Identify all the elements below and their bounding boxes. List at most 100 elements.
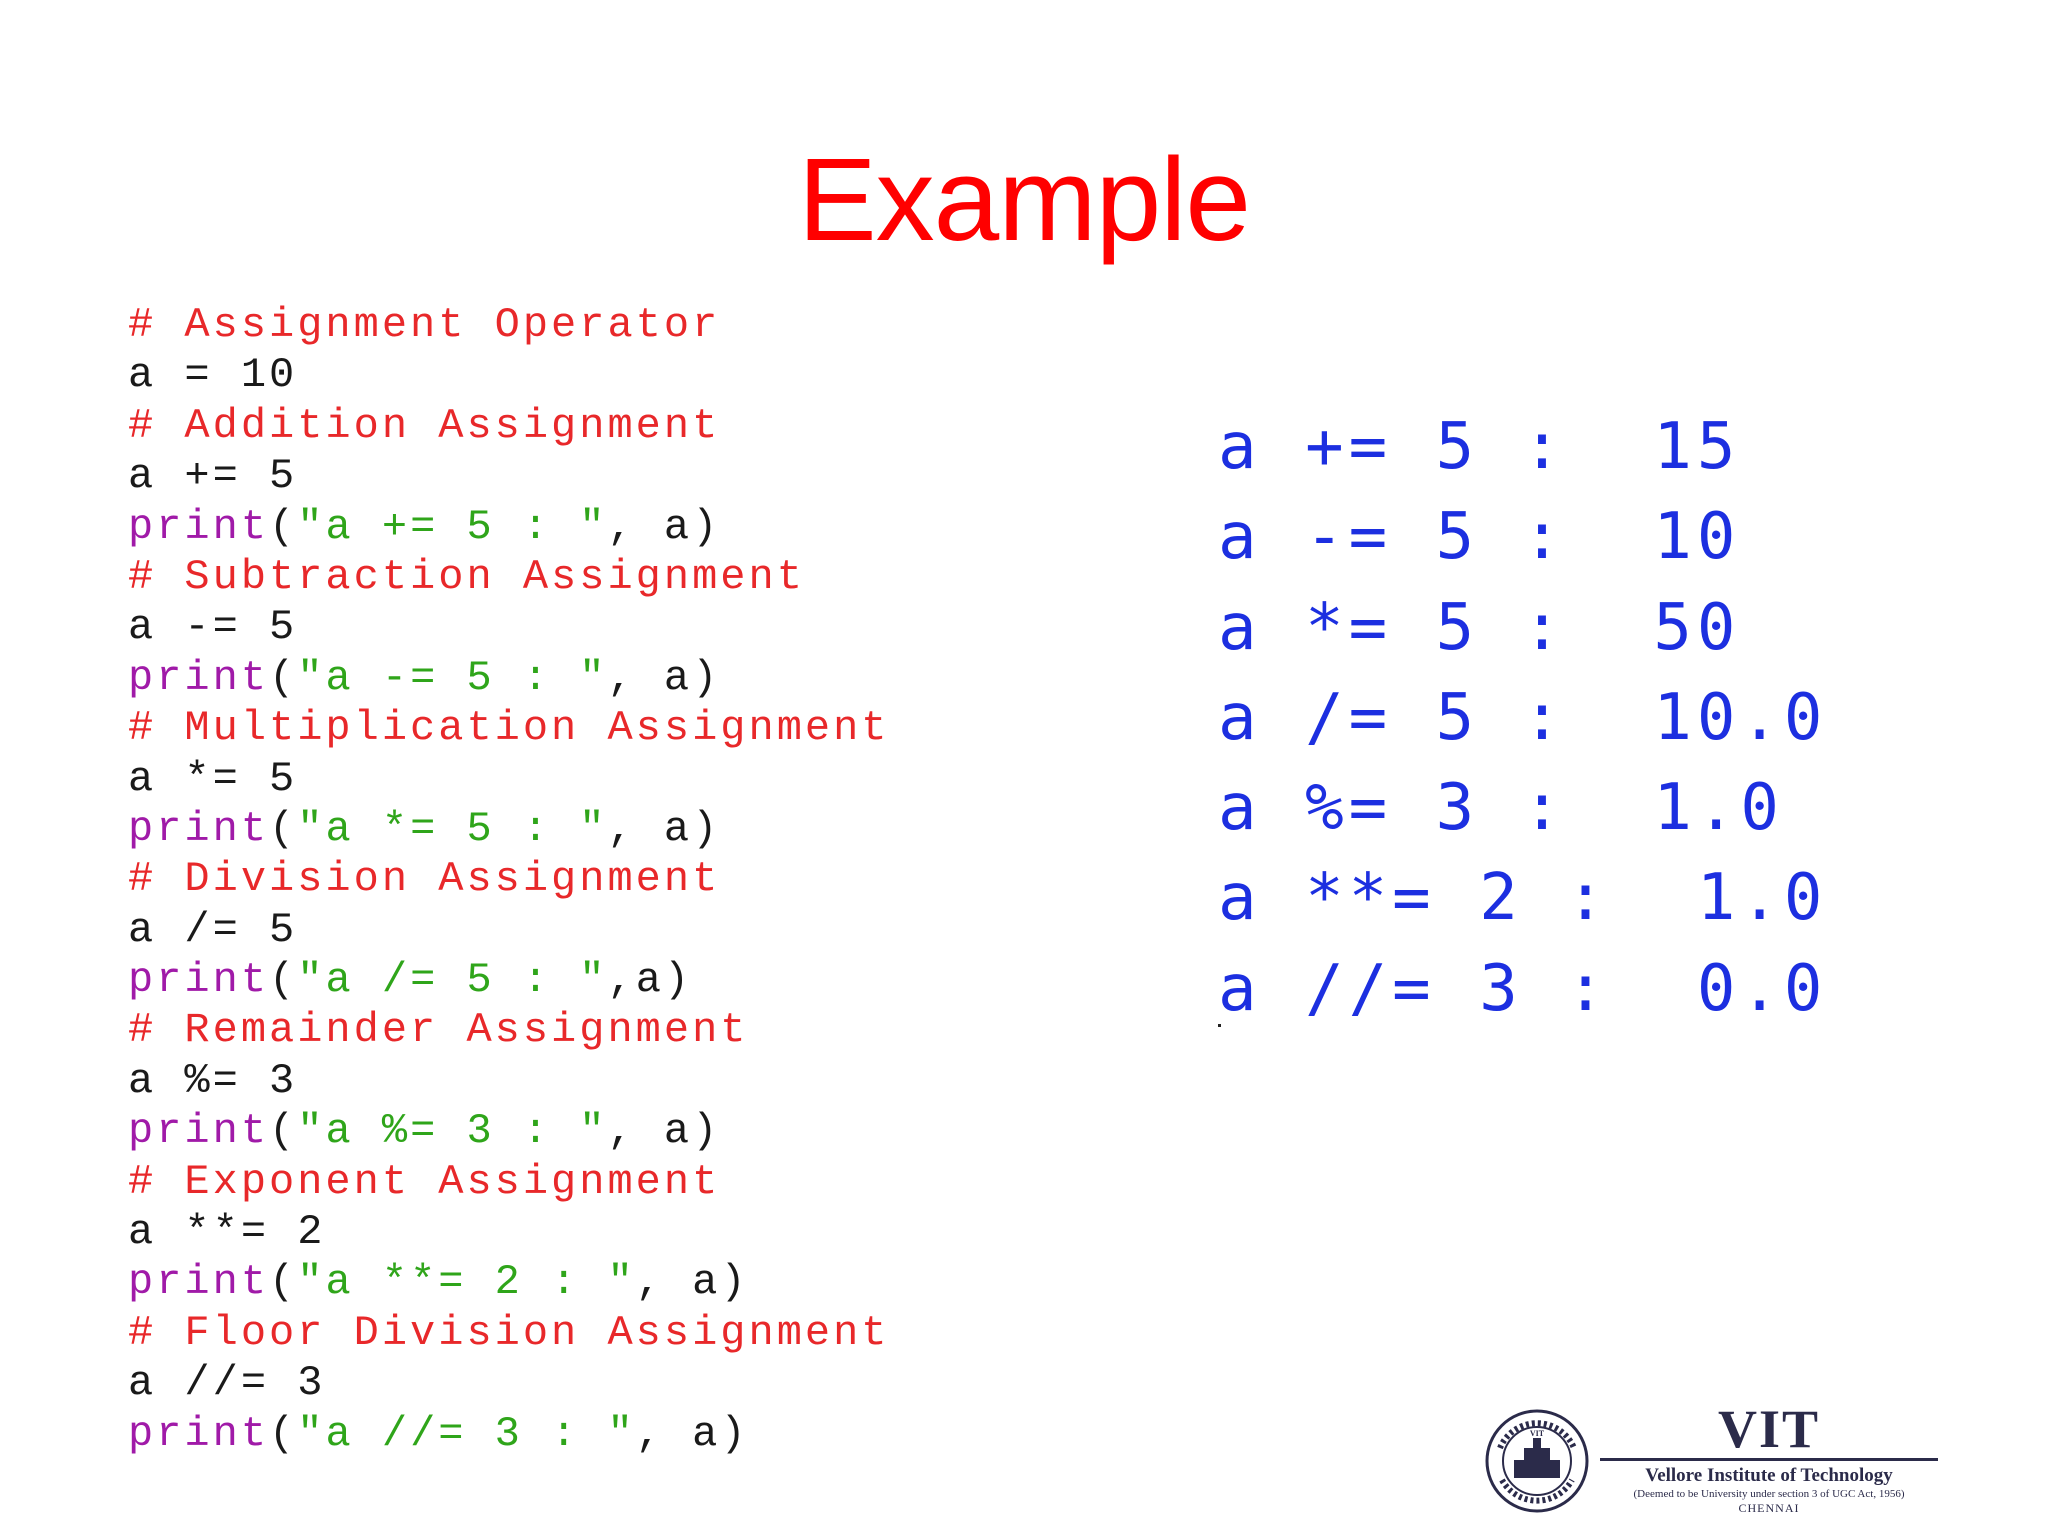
code-string: "a *= 5 : " bbox=[297, 804, 608, 853]
output-gap bbox=[1610, 861, 1697, 935]
code-string: "a -= 5 : " bbox=[297, 653, 608, 702]
code-comment-line: # Remainder Assignment bbox=[128, 1005, 890, 1055]
logo-institute-name: Vellore Institute of Technology bbox=[1645, 1465, 1893, 1486]
code-keyword: print bbox=[128, 804, 270, 853]
code-keyword: print bbox=[128, 502, 270, 551]
code-comment-line: # Subtraction Assignment bbox=[128, 552, 890, 602]
code-comment: # Division Assignment bbox=[128, 855, 721, 904]
code-comment-line: # Division Assignment bbox=[128, 854, 890, 904]
slide-title: Example bbox=[797, 134, 1251, 266]
output-gap bbox=[1566, 500, 1653, 574]
output-line: a -= 5 : 10 bbox=[1218, 492, 1827, 582]
code-statement: a /= 5 bbox=[128, 905, 298, 954]
code-print-line: print("a += 5 : ", a) bbox=[128, 502, 890, 552]
code-comment-line: # Multiplication Assignment bbox=[128, 703, 890, 753]
code-statement-line: a = 10 bbox=[128, 350, 890, 400]
output-value: 50 bbox=[1653, 590, 1741, 665]
code-comment-line: # Exponent Assignment bbox=[128, 1157, 890, 1207]
code-comment: # Floor Division Assignment bbox=[128, 1308, 890, 1357]
code-string: "a += 5 : " bbox=[297, 502, 608, 551]
logo-text: VIT Vellore Institute of Technology (Dee… bbox=[1600, 1400, 1938, 1515]
code-args: , a) bbox=[607, 1107, 721, 1156]
code-comment-line: # Floor Division Assignment bbox=[128, 1308, 890, 1358]
code-args: ,a) bbox=[607, 956, 693, 1005]
logo-city: CHENNAI bbox=[1738, 1501, 1800, 1515]
output-gap bbox=[1566, 591, 1653, 665]
output-line: a **= 2 : 1.0 bbox=[1218, 853, 1827, 943]
code-keyword: print bbox=[128, 1107, 270, 1156]
code-paren: ( bbox=[269, 653, 298, 702]
output-line: a //= 3 : 0.0 bbox=[1218, 944, 1827, 1034]
code-keyword: print bbox=[128, 1258, 270, 1307]
code-print-line: print("a /= 5 : ",a) bbox=[128, 955, 890, 1005]
code-statement: a += 5 bbox=[128, 452, 298, 501]
output-label: a *= 5 : bbox=[1218, 590, 1567, 665]
code-args: , a) bbox=[635, 1409, 749, 1458]
logo-subtitle: (Deemed to be University under section 3… bbox=[1633, 1488, 1905, 1500]
code-string: "a %= 3 : " bbox=[297, 1107, 608, 1156]
code-print-line: print("a *= 5 : ", a) bbox=[128, 804, 890, 854]
code-paren: ( bbox=[269, 502, 298, 551]
code-string: "a /= 5 : " bbox=[297, 956, 608, 1005]
output-value: 10 bbox=[1653, 500, 1741, 575]
stray-dot bbox=[1218, 1024, 1221, 1027]
seal-center-text: VIT bbox=[1530, 1429, 1545, 1438]
output-value: 0.0 bbox=[1696, 951, 1828, 1026]
code-statement: a %= 3 bbox=[128, 1056, 298, 1105]
code-statement-line: a += 5 bbox=[128, 451, 890, 501]
code-string: "a //= 3 : " bbox=[297, 1409, 636, 1458]
output-value: 1.0 bbox=[1653, 771, 1784, 846]
code-paren: ( bbox=[269, 956, 298, 1005]
output-value: 1.0 bbox=[1696, 861, 1828, 936]
code-comment: # Exponent Assignment bbox=[128, 1157, 721, 1206]
code-statement: a -= 5 bbox=[128, 603, 298, 652]
code-print-line: print("a -= 5 : ", a) bbox=[128, 653, 890, 703]
code-paren: ( bbox=[269, 1258, 298, 1307]
output-value: 15 bbox=[1653, 410, 1741, 484]
code-statement-line: a //= 3 bbox=[128, 1358, 890, 1408]
code-paren: ( bbox=[269, 1409, 298, 1458]
code-args: , a) bbox=[607, 653, 721, 702]
code-statement-line: a /= 5 bbox=[128, 905, 890, 955]
vit-seal-icon: VIT bbox=[1485, 1409, 1589, 1513]
code-string: "a **= 2 : " bbox=[297, 1258, 636, 1307]
output-label: a /= 5 : bbox=[1218, 680, 1567, 755]
code-comment: # Addition Assignment bbox=[128, 401, 721, 450]
code-keyword: print bbox=[128, 653, 270, 702]
code-statement: a = 10 bbox=[128, 351, 298, 400]
output-line: a /= 5 : 10.0 bbox=[1218, 673, 1827, 763]
output-gap bbox=[1566, 771, 1653, 845]
output-label: a += 5 : bbox=[1218, 410, 1567, 484]
code-statement-line: a *= 5 bbox=[128, 754, 890, 804]
code-comment-line: # Assignment Operator bbox=[128, 300, 890, 350]
output-label: a **= 2 : bbox=[1218, 861, 1610, 936]
code-statement-line: a %= 3 bbox=[128, 1056, 890, 1106]
code-args: , a) bbox=[607, 804, 721, 853]
vit-logo: VIT VIT Vellore Institute of Technology … bbox=[1478, 1400, 1938, 1520]
code-paren: ( bbox=[269, 1107, 298, 1156]
code-keyword: print bbox=[128, 1409, 270, 1458]
code-comment: # Remainder Assignment bbox=[128, 1006, 749, 1055]
output-line: a += 5 : 15 bbox=[1218, 402, 1827, 492]
code-statement-line: a -= 5 bbox=[128, 602, 890, 652]
output-gap bbox=[1610, 952, 1697, 1026]
code-print-line: print("a **= 2 : ", a) bbox=[128, 1257, 890, 1307]
code-comment-line: # Addition Assignment bbox=[128, 401, 890, 451]
code-args: , a) bbox=[635, 1258, 749, 1307]
code-print-line: print("a //= 3 : ", a) bbox=[128, 1409, 890, 1459]
code-statement-line: a **= 2 bbox=[128, 1207, 890, 1257]
code-statement: a *= 5 bbox=[128, 754, 298, 803]
output-line: a *= 5 : 50 bbox=[1218, 583, 1827, 673]
output-label: a //= 3 : bbox=[1218, 951, 1610, 1026]
logo-rule bbox=[1600, 1458, 1938, 1461]
code-print-line: print("a %= 3 : ", a) bbox=[128, 1106, 890, 1156]
code-paren: ( bbox=[269, 804, 298, 853]
code-statement: a **= 2 bbox=[128, 1208, 326, 1257]
code-comment: # Multiplication Assignment bbox=[128, 704, 890, 753]
output-label: a -= 5 : bbox=[1218, 500, 1567, 575]
output-gap bbox=[1566, 681, 1653, 755]
code-args: , a) bbox=[607, 502, 721, 551]
code-comment: # Subtraction Assignment bbox=[128, 552, 805, 601]
